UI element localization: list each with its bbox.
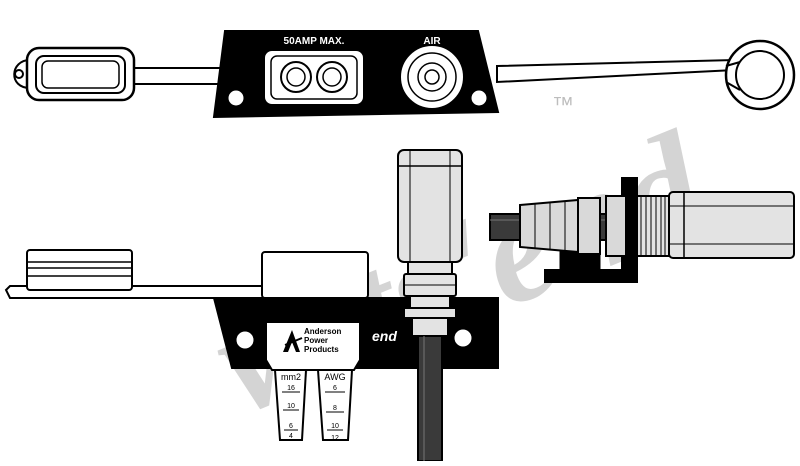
air-label: AIR — [423, 36, 441, 47]
anderson-text-line2: Power — [304, 336, 328, 345]
svg-text:10: 10 — [331, 423, 339, 430]
side-view: end Anderson Power Products mm2 AWG 16 1… — [4, 149, 499, 462]
anderson-logo-icon — [283, 330, 303, 352]
front-plate-hole-left — [235, 330, 255, 350]
svg-text:6: 6 — [333, 385, 337, 392]
front-plate-hole-right — [453, 328, 473, 348]
mm2-label: mm2 — [281, 372, 301, 382]
svg-text:10: 10 — [287, 403, 295, 410]
trademark-symbol: ™ — [552, 92, 574, 117]
side-detail-view — [489, 177, 795, 283]
svg-text:4: 4 — [289, 433, 293, 440]
wire-contact-right — [316, 369, 354, 441]
mm2-scale: 16 10 6 4 — [287, 385, 295, 440]
top-view: 50AMP MAX. AIR — [13, 30, 796, 119]
awg-label: AWG — [324, 372, 345, 382]
plate-mount-hole-left — [227, 89, 245, 107]
plate-brand-text: end — [372, 328, 397, 344]
svg-text:12: 12 — [331, 435, 339, 442]
vertical-air-hose — [417, 335, 443, 462]
svg-text:6: 6 — [289, 423, 293, 430]
anderson-connector-front — [265, 321, 361, 371]
amp-rating-label: 50AMP MAX. — [284, 36, 345, 47]
svg-text:8: 8 — [333, 405, 337, 412]
anderson-text-line1: Anderson — [304, 327, 341, 336]
horizontal-air-fitting — [668, 191, 795, 259]
vertical-air-fitting — [397, 149, 463, 337]
dust-cap-tab-hole — [14, 69, 24, 79]
wire-contact-left — [273, 369, 308, 441]
cap-side-body — [26, 249, 133, 291]
left-tether-strap — [131, 67, 226, 85]
anderson-text-line3: Products — [304, 345, 339, 354]
tether-loop-hole — [735, 50, 785, 100]
awg-scale: 6 8 10 12 — [331, 385, 339, 442]
plate-mount-hole-right — [470, 89, 488, 107]
mounting-bracket — [544, 177, 638, 283]
svg-text:16: 16 — [287, 385, 295, 392]
right-tether-strap — [496, 58, 739, 84]
anderson-housing-side — [261, 251, 369, 299]
